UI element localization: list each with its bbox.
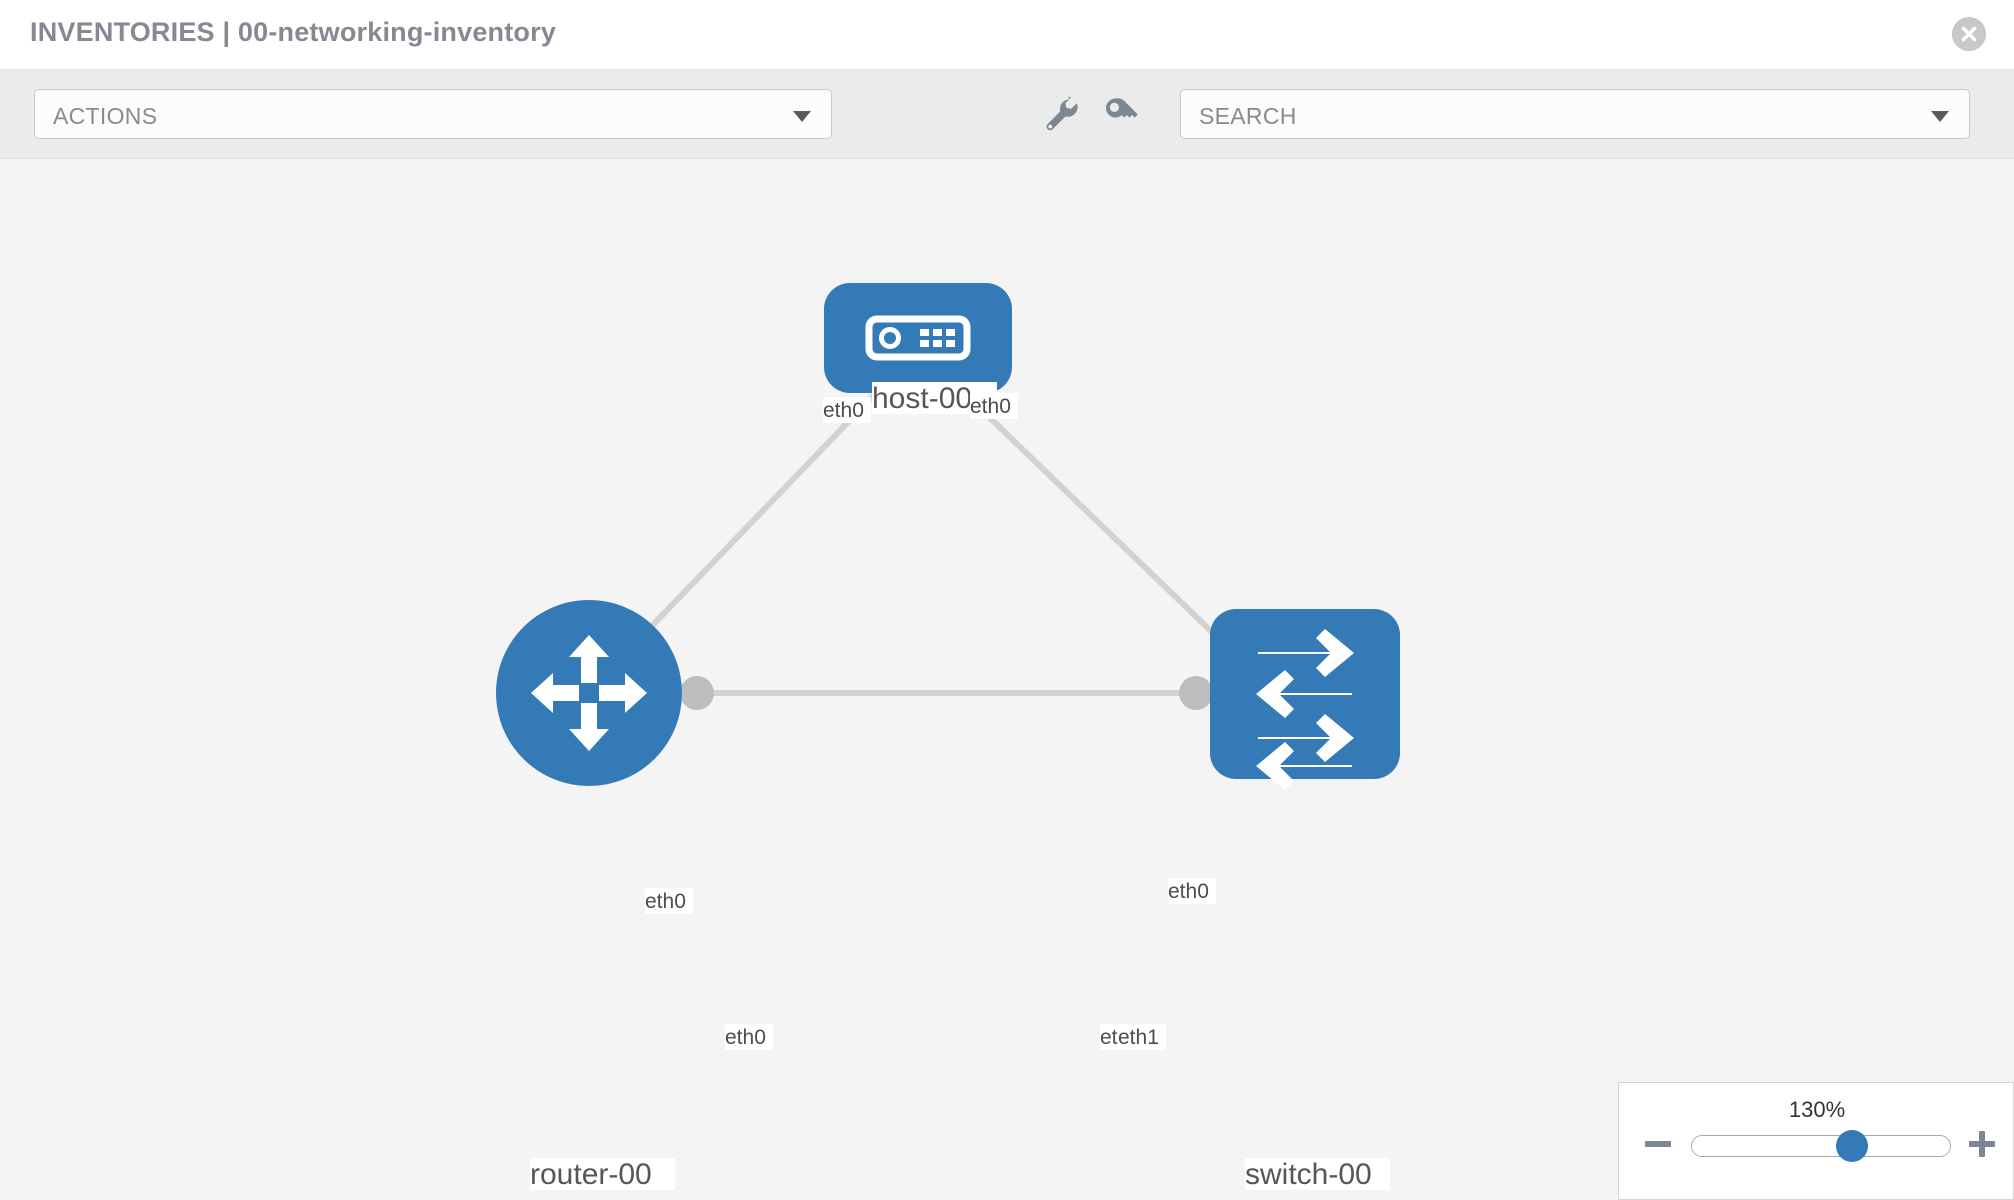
topology-graph: host-00 router-00 switch-00 eth0 eth0 et…	[496, 283, 1400, 1191]
toolbar: ACTIONS SEARCH	[0, 70, 2014, 159]
node-label-switch-00: switch-00	[1245, 1158, 1390, 1191]
plus-icon	[1969, 1131, 1995, 1157]
edge-label-text: eth0	[725, 1026, 766, 1049]
wrench-icon[interactable]	[1040, 93, 1082, 135]
node-router-00[interactable]	[496, 600, 682, 786]
close-button[interactable]	[1952, 17, 1986, 51]
node-label-router-00: router-00	[530, 1158, 675, 1191]
zoom-slider-track[interactable]	[1691, 1135, 1951, 1157]
topology-canvas[interactable]: host-00 router-00 switch-00 eth0 eth0 et…	[0, 159, 2014, 1200]
edge-label-text: eth0	[645, 890, 686, 913]
actions-dropdown-label: ACTIONS	[53, 103, 158, 129]
edge-label-text: eth0	[823, 399, 864, 422]
page-title: INVENTORIES | 00-networking-inventory	[30, 17, 557, 47]
zoom-in-button[interactable]	[1965, 1127, 1999, 1161]
page-header: INVENTORIES | 00-networking-inventory	[0, 0, 2014, 70]
edge-label-router-right: eth0	[725, 1024, 773, 1050]
actions-dropdown[interactable]: ACTIONS	[34, 89, 832, 139]
close-circle-icon	[1952, 17, 1986, 51]
connector-handle-router-right[interactable]	[680, 676, 714, 710]
chevron-down-icon	[1931, 111, 1949, 122]
zoom-out-button[interactable]	[1641, 1127, 1675, 1161]
edge-label-host-left: eth0	[823, 397, 871, 423]
node-switch-00[interactable]	[1210, 609, 1400, 790]
edge-host-router[interactable]	[617, 386, 883, 662]
zoom-panel: 130%	[1618, 1082, 2014, 1200]
node-label-text: host-00	[872, 382, 972, 415]
switch-arrows-icon	[1256, 629, 1354, 790]
edge-label-switch-up: eth0	[1168, 878, 1216, 904]
edge-label-text: eth1	[1118, 1026, 1159, 1049]
search-placeholder: SEARCH	[1199, 103, 1297, 129]
node-label-text: switch-00	[1245, 1158, 1372, 1191]
node-host-00[interactable]	[824, 283, 1012, 393]
key-icon[interactable]	[1100, 93, 1142, 135]
zoom-level-label: 130%	[1788, 1097, 1846, 1122]
edge-label-text: eth0	[970, 395, 1011, 418]
zoom-slider-thumb[interactable]	[1836, 1130, 1869, 1162]
search-input[interactable]: SEARCH	[1180, 89, 1970, 139]
connector-handle-switch-left[interactable]	[1179, 676, 1213, 710]
edge-label-router-up: eth0	[645, 888, 693, 914]
node-label-text: router-00	[530, 1158, 652, 1191]
server-icon	[865, 315, 971, 361]
edge-label-text: eth0	[1168, 880, 1209, 903]
edge-label-host-right: eth0	[970, 393, 1018, 419]
chevron-down-icon	[793, 111, 811, 122]
edge-label-switch-left-b: eth1	[1118, 1024, 1166, 1050]
router-arrows-icon	[531, 635, 647, 751]
edge-host-switch[interactable]	[957, 386, 1243, 662]
minus-icon	[1645, 1141, 1671, 1147]
